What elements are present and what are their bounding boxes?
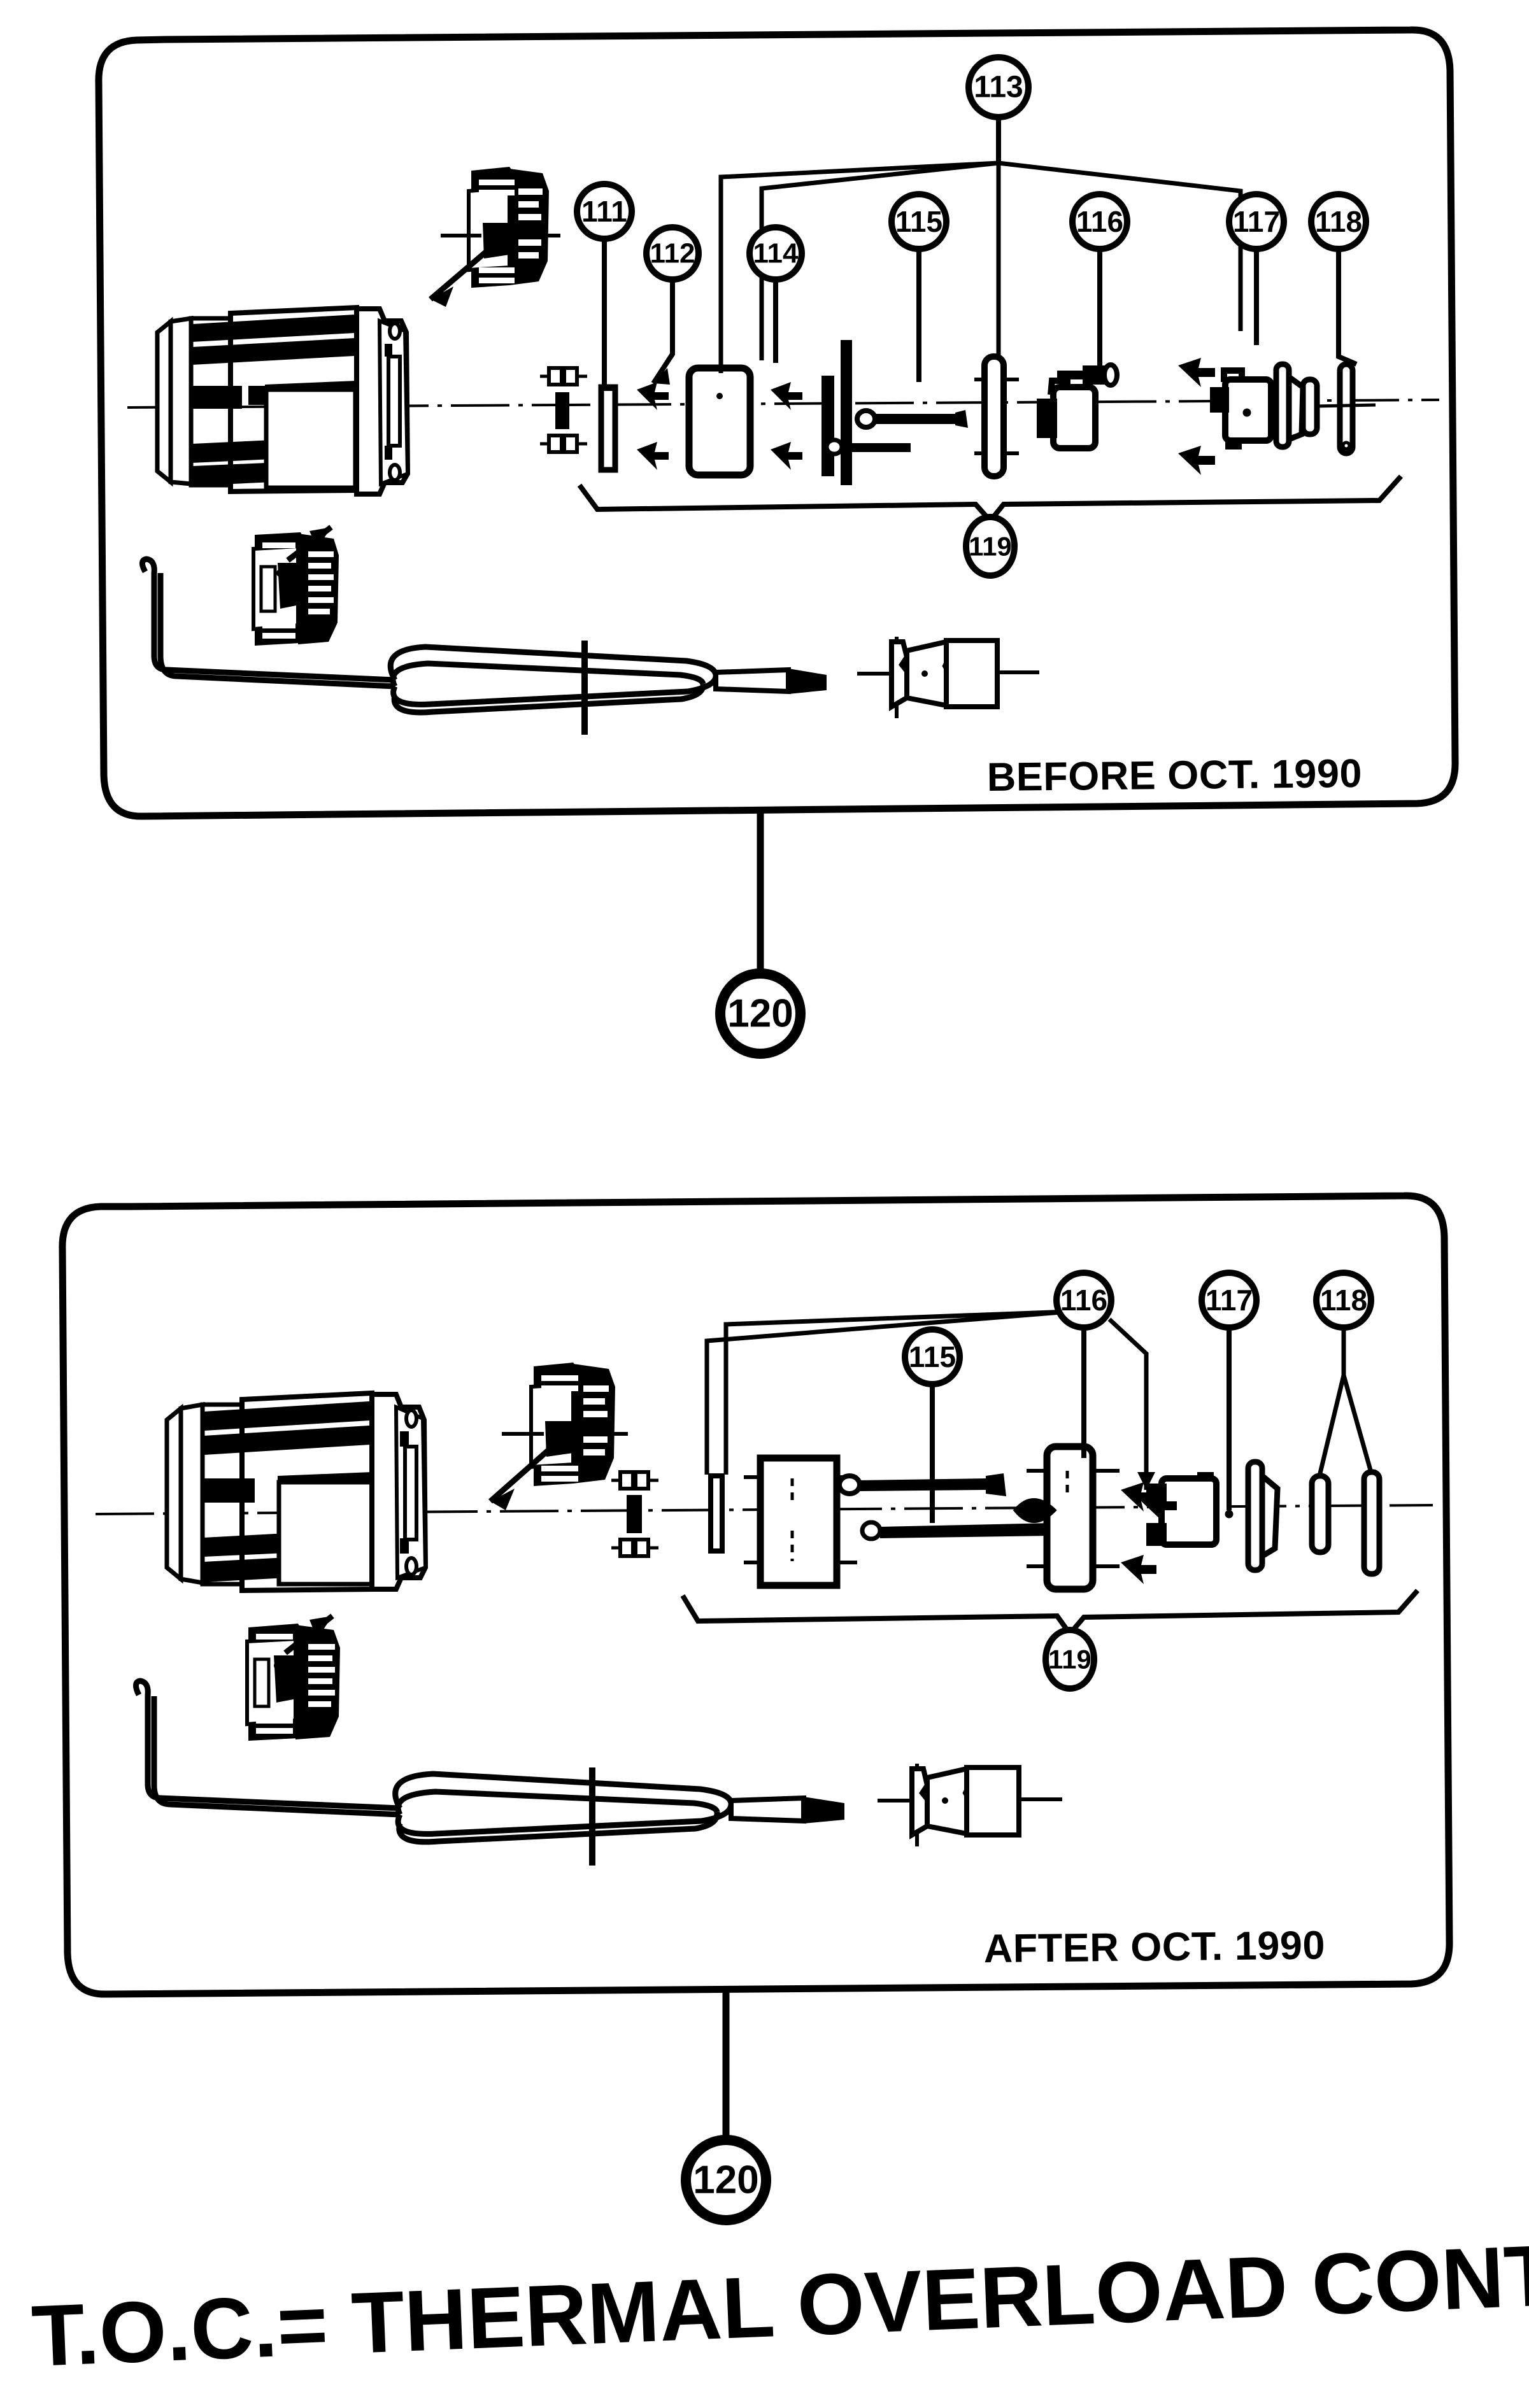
assembly-arrows-left <box>637 382 669 470</box>
bracket-113-tree <box>718 160 1243 373</box>
cord-assembly-after <box>133 1678 844 1866</box>
callout-after-118[interactable]: 118 <box>1313 1270 1374 1477</box>
before-panel: 111 112 113 114 <box>95 26 1459 820</box>
part-116-switch <box>1037 362 1120 451</box>
callout-118-label: 118 <box>1315 205 1362 238</box>
toc-detail-lower-after <box>245 1613 340 1741</box>
callout-117[interactable]: 117 <box>1226 191 1287 345</box>
callout-120-bottom-label: 120 <box>693 2158 758 2202</box>
callout-118[interactable]: 118 <box>1308 191 1369 367</box>
housing-block-after <box>757 1454 841 1589</box>
motor-assembly-after <box>164 1390 429 1594</box>
callout-111[interactable]: 111 <box>574 181 635 386</box>
callout-after-116[interactable]: 116 <box>1053 1270 1177 1520</box>
receptacle-before <box>857 637 1039 718</box>
callout-113[interactable]: 113 <box>965 54 1032 163</box>
exploded-parts-before <box>540 340 1376 485</box>
spacer-block <box>555 392 569 429</box>
part-118-parts <box>1300 361 1356 457</box>
clip-washer-pair-bottom-after <box>611 1538 658 1558</box>
callout-120-bottom-circle <box>681 2135 771 2225</box>
cord-assembly-before <box>139 556 827 735</box>
bracket-after-116 <box>1013 1443 1120 1593</box>
callouts-after: 115 116 117 118 <box>902 1270 1374 1692</box>
receptacle-after <box>878 1764 1062 1846</box>
callout-after-116-label: 116 <box>1060 1284 1107 1317</box>
clip-washer-pair-top <box>540 366 587 386</box>
callouts-before: 111 112 113 114 <box>574 54 1369 579</box>
callout-114[interactable]: 114 <box>746 224 805 363</box>
callout-115-label: 115 <box>895 205 942 238</box>
callout-120-top-circle <box>715 968 806 1059</box>
callout-after-115-label: 115 <box>909 1340 956 1373</box>
before-panel-border <box>95 26 1459 820</box>
part-116-bracket <box>974 353 1019 479</box>
callout-117-label: 117 <box>1233 205 1280 238</box>
clip-washer-pair-bottom <box>540 434 587 454</box>
callout-113-label: 113 <box>974 71 1023 104</box>
callout-after-115[interactable]: 115 <box>902 1326 963 1523</box>
switch-endbell-after <box>1121 1459 1281 1584</box>
before-panel-label: BEFORE OCT. 1990 <box>986 751 1362 800</box>
after-panel-border <box>59 1192 1453 1998</box>
part-117-assembly <box>1210 361 1306 450</box>
assembly-callout-120-bottom[interactable]: 120 <box>681 1988 771 2225</box>
exploded-parts-after <box>611 1443 1383 1593</box>
part-114-pin <box>821 376 834 476</box>
callout-119[interactable]: 119 <box>963 514 1018 579</box>
callout-112-label: 112 <box>650 238 695 269</box>
callout-119-label: 119 <box>969 532 1012 562</box>
part-115-rod <box>855 408 968 430</box>
callout-116-label: 116 <box>1076 205 1123 238</box>
bracket-116-tree-after <box>704 1309 1069 1475</box>
callout-120-top-label: 120 <box>727 992 793 1036</box>
assembly-callout-120-top[interactable]: 120 <box>715 810 806 1059</box>
toc-detail-lower <box>252 525 339 646</box>
callout-after-119[interactable]: 119 <box>1042 1627 1097 1692</box>
callout-after-119-label: 119 <box>1048 1645 1092 1675</box>
center-post <box>841 340 852 485</box>
after-panel: 115 116 117 118 <box>59 1192 1453 1998</box>
part-112-housing <box>685 364 754 479</box>
part-118-after <box>1309 1469 1383 1577</box>
callout-115[interactable]: 115 <box>888 191 949 382</box>
callout-after-117[interactable]: 117 <box>1198 1270 1260 1510</box>
callout-114-label: 114 <box>753 238 799 269</box>
part-111-plate <box>598 384 618 473</box>
motor-assembly <box>155 304 411 497</box>
toc-detail-upper <box>429 167 560 307</box>
callout-after-117-label: 117 <box>1205 1284 1253 1317</box>
shaft-rods-after <box>837 1473 1053 1541</box>
callout-112[interactable]: 112 <box>643 224 702 385</box>
callout-111-label: 111 <box>581 195 627 228</box>
after-panel-label: AFTER OCT. 1990 <box>983 1923 1325 1971</box>
callout-116[interactable]: 116 <box>1069 191 1130 379</box>
toc-detail-upper-after <box>488 1363 628 1510</box>
clip-washer-pair-top-after <box>611 1470 658 1491</box>
callout-after-118-label: 118 <box>1320 1284 1367 1317</box>
